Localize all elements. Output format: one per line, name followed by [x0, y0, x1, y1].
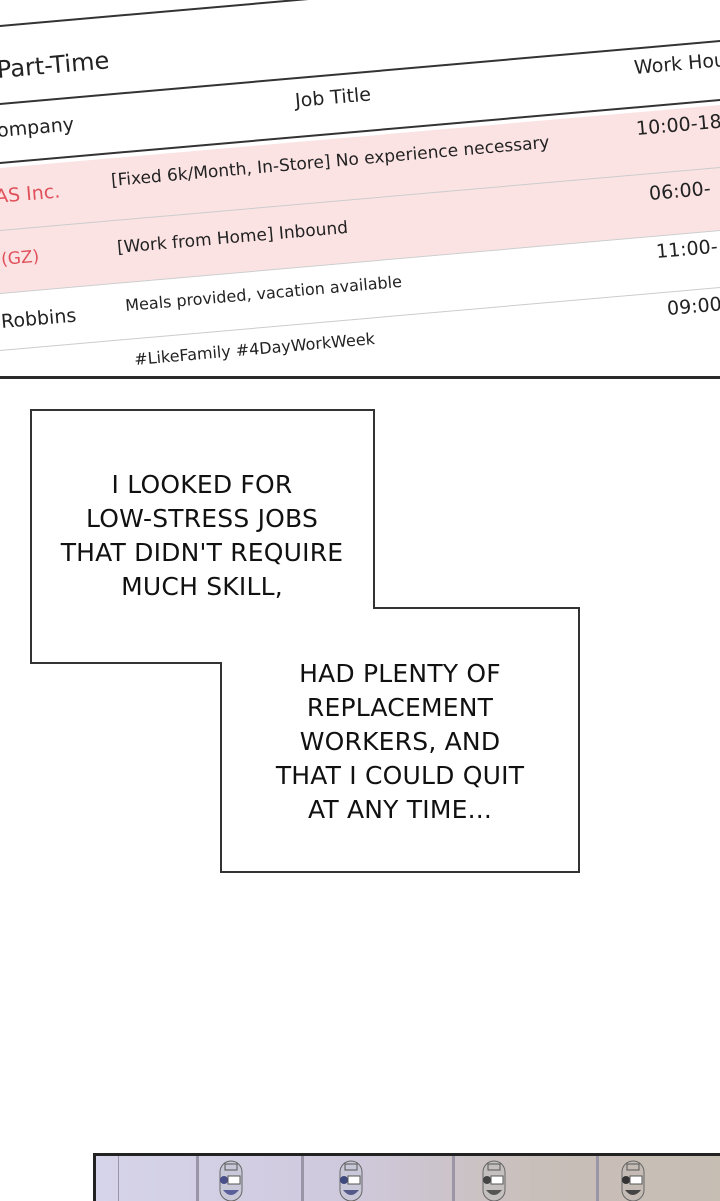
caption-second: HAD PLENTY OF REPLACEMENT WORKERS, AND T… [222, 657, 578, 827]
caption-line: THAT I COULD QUIT [275, 761, 525, 790]
locker-edge [196, 1156, 199, 1201]
locker-edge [452, 1156, 455, 1201]
locker-lock-icon [621, 1160, 645, 1201]
caption-line: THAT DIDN'T REQUIRE [60, 538, 344, 567]
locker-lock-icon [482, 1160, 506, 1201]
caption-box-outline [30, 409, 580, 873]
locker-edge [118, 1156, 119, 1201]
caption-line: LOW-STRESS JOBS [85, 504, 319, 533]
job-listing-panel: Part-Time Job Title Work Hou ompany AS I… [0, 0, 720, 379]
locker-lock-icon [339, 1160, 363, 1201]
caption-line: WORKERS, AND [299, 727, 501, 756]
caption-line: I LOOKED FOR [111, 470, 293, 499]
caption-line: AT ANY TIME... [307, 795, 493, 824]
locker-room-panel [93, 1153, 720, 1201]
caption-line: REPLACEMENT [306, 693, 494, 722]
caption-line: MUCH SKILL, [121, 572, 283, 601]
locker-lock-icon [219, 1160, 243, 1201]
caption-first: I LOOKED FOR LOW-STRESS JOBS THAT DIDN'T… [32, 468, 372, 604]
locker-edge [596, 1156, 599, 1201]
locker-edge [301, 1156, 304, 1201]
caption-line: HAD PLENTY OF [299, 659, 501, 688]
